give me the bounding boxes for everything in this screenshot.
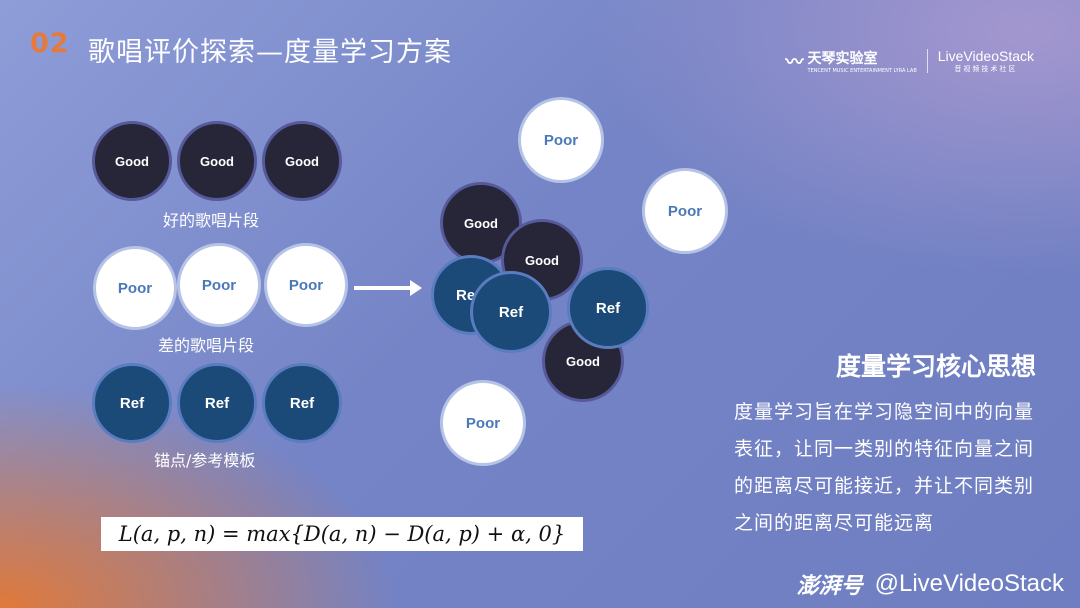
core-idea-title: 度量学习核心思想	[835, 352, 1036, 381]
poor-embedding: Poor	[440, 380, 526, 466]
caption-good: 好的歌唱片段	[163, 211, 260, 230]
tianqin-logo: 〰 天琴实验室 TENCENT MUSIC ENTERTAINMENT LYRA…	[785, 48, 916, 74]
tianqin-logo-subtext: TENCENT MUSIC ENTERTAINMENT LYRA LAB	[807, 68, 917, 74]
livevideostack-logo: LiveVideoStack 音视频技术社区	[938, 48, 1034, 74]
lvs-logo-text: LiveVideoStack	[937, 48, 1034, 64]
core-idea-text: 度量学习旨在学习隐空间中的向量表征，让同一类别的特征向量之间的距离尽可能接近，并…	[734, 401, 1035, 534]
watermark-handle: @LiveVideoStack	[874, 570, 1064, 597]
poor-embedding: Poor	[642, 168, 728, 254]
logo-divider	[926, 49, 928, 73]
good-sample: Good	[177, 121, 257, 201]
section-number: 02	[30, 28, 70, 59]
watermark: 澎湃号 @LiveVideoStack	[797, 568, 1064, 600]
good-sample: Good	[92, 121, 172, 201]
caption-poor: 差的歌唱片段	[158, 336, 255, 355]
caption-ref: 锚点/参考模板	[154, 451, 256, 470]
ref-sample: Ref	[177, 363, 257, 443]
ref-sample: Ref	[92, 363, 172, 443]
logo-area: 〰 天琴实验室 TENCENT MUSIC ENTERTAINMENT LYRA…	[785, 48, 1034, 74]
poor-sample: Poor	[93, 246, 177, 330]
ref-sample: Ref	[262, 363, 342, 443]
poor-embedding: Poor	[518, 97, 604, 183]
arrow-right-icon	[354, 280, 422, 296]
lvs-logo-subtext: 音视频技术社区	[954, 66, 1018, 73]
triplet-loss-formula: L(a, p, n) = max{D(a, n) − D(a, p) + α, …	[101, 517, 583, 551]
good-sample: Good	[262, 121, 342, 201]
good-embedding: Good	[542, 320, 624, 402]
tianqin-logo-text: 天琴实验室	[807, 51, 878, 67]
wave-icon: 〰	[785, 52, 804, 73]
poor-sample: Poor	[264, 243, 348, 327]
poor-sample: Poor	[177, 243, 261, 327]
ref-embedding: Ref	[567, 267, 649, 349]
page-title: 歌唱评价探索—度量学习方案	[88, 37, 452, 68]
ref-embedding: Ref	[470, 271, 552, 353]
watermark-brand: 澎湃号	[796, 573, 863, 598]
